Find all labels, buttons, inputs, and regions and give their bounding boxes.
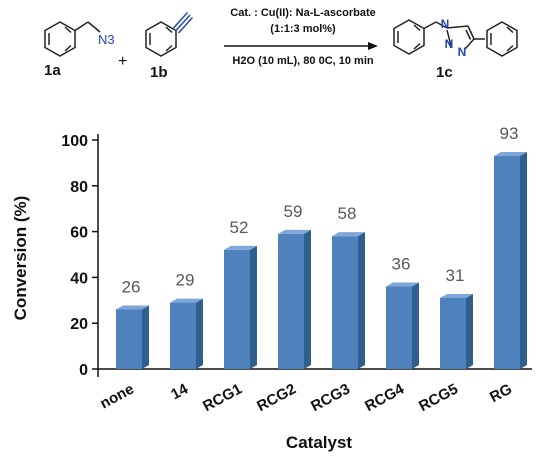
y-tick-label: 0 <box>79 362 88 379</box>
triazole-n1-label: N <box>441 17 450 31</box>
phenylacetylene-structure <box>145 11 194 57</box>
x-axis-tick-labels: none 14 RCG1 RCG2 RCG3 RCG4 RCG5 RG <box>97 380 515 415</box>
data-label-rcg4: 36 <box>392 255 411 274</box>
scheme-text: N3 1a + 1b Cat. : Cu(II): Na-L-ascorbate… <box>44 7 466 81</box>
reactant-a-label: 1a <box>44 62 61 79</box>
bar-top-14 <box>170 298 203 303</box>
reactant-b-label: 1b <box>150 64 168 81</box>
product-label: 1c <box>436 64 453 81</box>
benzyl-azide-structure <box>44 21 101 57</box>
bar-rcg5 <box>440 298 466 369</box>
bar-side-rcg2 <box>304 229 311 369</box>
data-label-rcg2: 59 <box>284 202 303 221</box>
reaction-arrow <box>224 42 378 50</box>
data-label-14: 29 <box>176 271 195 290</box>
bar-chart: 0 20 40 60 80 100 26 29 52 59 58 36 31 93 none 14 RCG1… <box>11 124 532 452</box>
triazole-product-structure <box>393 19 518 57</box>
bars: 26 29 52 59 58 36 31 93 <box>116 124 527 369</box>
conditions-line-1: Cat. : Cu(II): Na-L-ascorbate <box>230 7 375 19</box>
bar-top-rcg1 <box>224 245 257 250</box>
reaction-scheme <box>44 11 518 57</box>
bar-top-rcg4 <box>386 282 419 287</box>
y-tick-label: 100 <box>61 133 88 150</box>
y-tick-label: 40 <box>70 270 88 287</box>
conditions-line-3: H2O (10 mL), 80 0C, 10 min <box>232 55 373 67</box>
bar-top-rcg2 <box>278 229 311 234</box>
y-axis-title: Conversion (%) <box>11 196 30 321</box>
bar-none <box>116 309 142 369</box>
data-label-rcg1: 52 <box>230 218 249 237</box>
bar-top-none <box>116 305 149 310</box>
bar-side-rg <box>520 152 527 369</box>
bar-side-rcg5 <box>466 294 473 369</box>
x-tick-label-rcg2: RCG2 <box>254 381 299 416</box>
triazole-n3-label: N <box>458 45 467 59</box>
bar-side-none <box>142 305 149 369</box>
bar-side-rcg4 <box>412 282 419 369</box>
bar-side-rcg1 <box>250 245 257 369</box>
x-tick-label-none: none <box>97 381 137 413</box>
bar-rcg4 <box>386 286 412 369</box>
x-axis-title: Catalyst <box>286 433 352 452</box>
data-label-rcg5: 31 <box>446 266 465 285</box>
triazole-n2-label: N <box>445 37 454 51</box>
y-axis-ticks: 0 20 40 60 80 100 <box>61 133 98 379</box>
x-tick-label-rg: RG <box>487 381 515 407</box>
y-tick-label: 60 <box>70 225 88 242</box>
bar-rcg1 <box>224 249 250 369</box>
x-tick-label-rcg4: RCG4 <box>362 380 407 415</box>
azide-group-label: N3 <box>98 32 115 47</box>
y-tick-label: 20 <box>70 316 88 333</box>
bar-top-rg <box>494 152 527 157</box>
x-tick-label-rcg3: RCG3 <box>308 381 353 416</box>
data-label-rg: 93 <box>500 124 519 143</box>
x-tick-label-rcg1: RCG1 <box>200 381 245 416</box>
plus-sign: + <box>118 53 127 70</box>
conditions-line-2: (1:1:3 mol%) <box>270 23 336 35</box>
x-tick-label-rcg5: RCG5 <box>416 381 461 416</box>
bar-top-rcg3 <box>332 232 365 237</box>
data-label-none: 26 <box>122 277 141 296</box>
bar-side-rcg3 <box>358 232 365 369</box>
bar-rg <box>494 156 520 369</box>
data-label-rcg3: 58 <box>338 204 357 223</box>
bar-top-rcg5 <box>440 294 473 299</box>
bar-side-14 <box>196 298 203 369</box>
bar-14 <box>170 302 196 369</box>
bar-rcg3 <box>332 236 358 369</box>
y-tick-label: 80 <box>70 179 88 196</box>
x-tick-label-14: 14 <box>168 380 191 403</box>
bar-rcg2 <box>278 233 304 369</box>
